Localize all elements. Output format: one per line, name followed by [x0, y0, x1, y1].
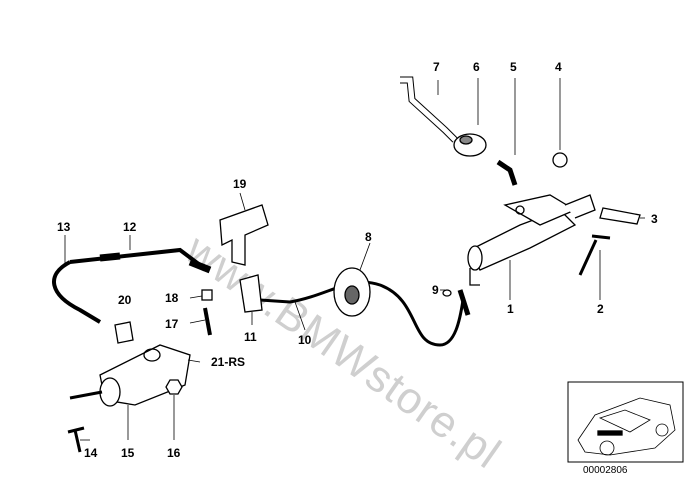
part-label-9[interactable]: 9 [432, 283, 439, 297]
part-label-7[interactable]: 7 [433, 60, 440, 74]
part-label-21[interactable]: 21-RS [211, 355, 246, 369]
part-label-4[interactable]: 4 [555, 60, 562, 74]
part-label-12[interactable]: 12 [123, 220, 137, 234]
part-label-3[interactable]: 3 [651, 212, 658, 226]
bolt-14 [67, 426, 85, 453]
part-label-18[interactable]: 18 [165, 291, 179, 305]
part-label-13[interactable]: 13 [57, 220, 71, 234]
fitting-20 [114, 321, 134, 344]
master-cylinder-1 [467, 194, 596, 286]
bracket-19 [219, 204, 269, 266]
part-label-5[interactable]: 5 [510, 60, 517, 74]
part-label-15[interactable]: 15 [121, 446, 135, 460]
bleed-valve-17 [203, 307, 212, 336]
diagram-code: 00002806 [583, 465, 628, 476]
slave-cylinder-15 [69, 344, 191, 407]
clip-11 [239, 274, 263, 313]
part-label-17[interactable]: 17 [165, 317, 179, 331]
cap-18 [201, 289, 213, 301]
o-ring-9 [442, 289, 452, 297]
part-label-16[interactable]: 16 [167, 446, 181, 460]
pin-3 [599, 207, 641, 225]
nut-16 [165, 379, 183, 395]
bolt-2 [578, 234, 611, 276]
connector-5 [496, 159, 518, 186]
part-label-19[interactable]: 19 [233, 177, 247, 191]
part-label-2[interactable]: 2 [597, 302, 604, 316]
part-label-1[interactable]: 1 [507, 302, 514, 316]
hose-12 [52, 247, 202, 324]
part-label-14[interactable]: 14 [84, 446, 98, 460]
part-label-20[interactable]: 20 [118, 293, 132, 307]
part-label-10[interactable]: 10 [298, 333, 312, 347]
car-location-inset [567, 381, 684, 463]
seal-4 [552, 152, 568, 168]
part-label-11[interactable]: 11 [244, 330, 257, 344]
pipe-10 [259, 280, 465, 347]
part-label-6[interactable]: 6 [473, 60, 480, 74]
part-label-8[interactable]: 8 [365, 230, 372, 244]
location-arrow [597, 430, 623, 436]
